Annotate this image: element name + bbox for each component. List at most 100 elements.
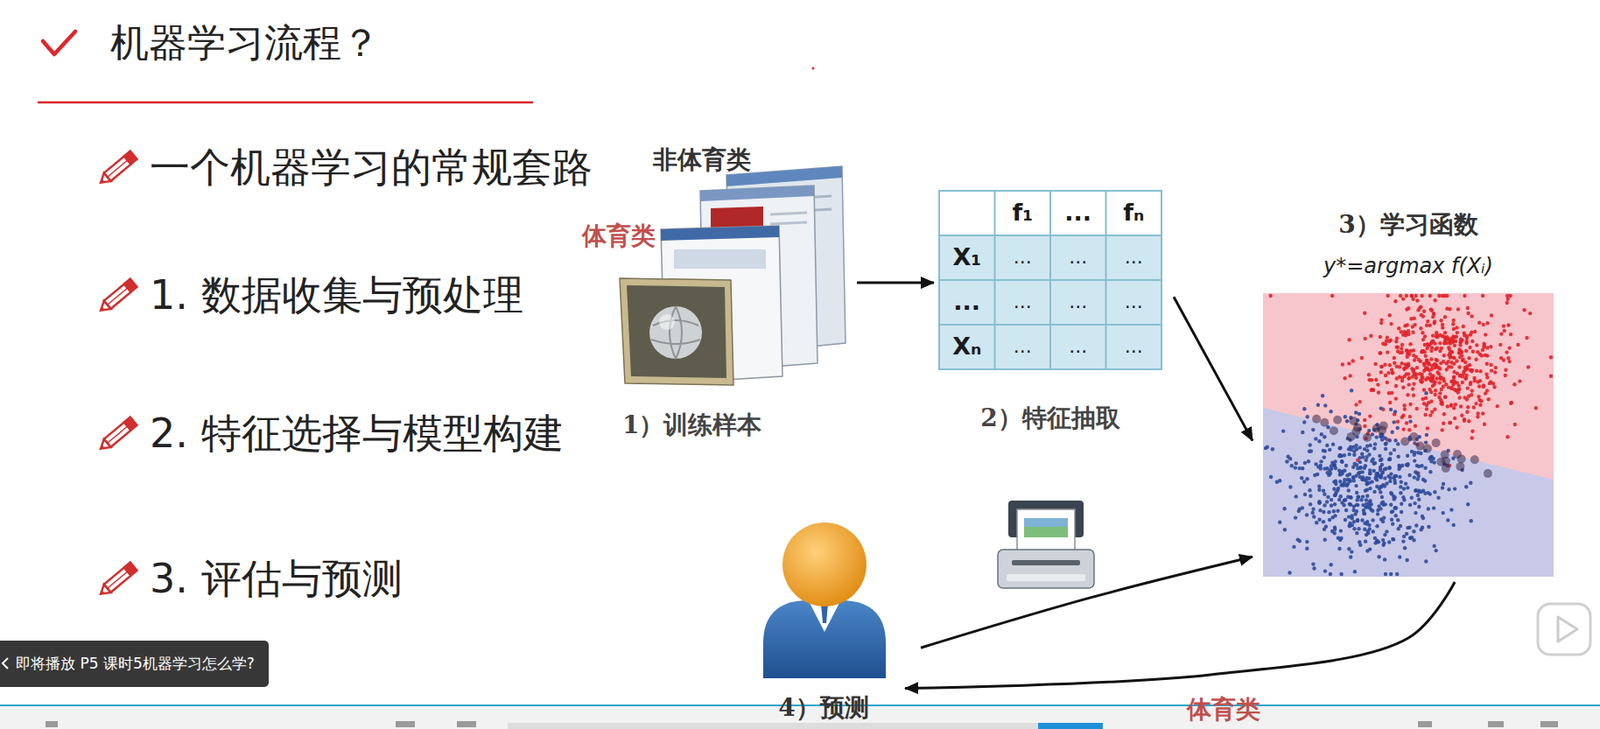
scatter-dot — [1442, 341, 1446, 345]
scatter-dot — [1485, 375, 1489, 379]
scatter-dot — [1341, 503, 1346, 507]
pencil-icon — [97, 151, 137, 188]
scatter-dot — [1373, 362, 1377, 366]
table-cell: ... — [1068, 290, 1088, 314]
player-bar-part — [1540, 721, 1558, 728]
node-text: 4）预测 — [778, 694, 869, 723]
scatter-dot — [1422, 387, 1426, 392]
scatter-dot — [1358, 400, 1362, 404]
scatter-dot — [1330, 294, 1334, 298]
scatter-dot — [1549, 355, 1553, 359]
scatter-dot — [1410, 330, 1415, 335]
scatter-dot — [1458, 343, 1462, 347]
scatter-dot — [1438, 375, 1443, 379]
scatter-dot — [1512, 382, 1516, 386]
scatter-dot — [1501, 323, 1506, 328]
scatter-dot — [1375, 484, 1379, 489]
scatter-dot — [1383, 502, 1388, 506]
scatter-dot — [1365, 449, 1369, 453]
scatter-dot — [1430, 378, 1434, 383]
node-text: 非体育类 — [652, 145, 751, 176]
scatter-dot — [1378, 335, 1383, 339]
scatter-dot — [1481, 385, 1486, 389]
scatter-dot — [1440, 402, 1445, 407]
scatter-dot — [1376, 554, 1381, 559]
scatter-dot — [1389, 518, 1394, 522]
flow-arrow — [1173, 296, 1253, 441]
scatter-dot — [1358, 456, 1362, 460]
scatter-dot — [1389, 322, 1393, 326]
scatter-dot — [1375, 524, 1379, 528]
scatter-dot — [1371, 529, 1376, 534]
learning-plot: 3）学习函数y*=argmax f(Xᵢ) — [1263, 209, 1554, 577]
scatter-dot — [1379, 364, 1383, 369]
scatter-dot — [1398, 294, 1403, 298]
scatter-dot — [1480, 411, 1485, 415]
web-pages-illustration-part — [626, 285, 727, 379]
scatter-dot — [1338, 479, 1342, 484]
scatter-dot — [1441, 421, 1446, 426]
scatter-dot — [1283, 527, 1287, 532]
scatter-dot — [1408, 402, 1412, 407]
scatter-dot — [1386, 371, 1390, 375]
scatter-dot — [1428, 470, 1432, 474]
scatter-dot — [1445, 404, 1450, 408]
feature-table: f₁...fₙX₁.....................Xₙ........… — [939, 190, 1162, 438]
scatter-dot — [1369, 502, 1374, 506]
scatter-dot — [1426, 525, 1431, 529]
scatter-dot — [1394, 396, 1398, 400]
scatter-dot — [1360, 477, 1364, 482]
scatter-dot — [1436, 496, 1440, 500]
scatter-dot — [1488, 379, 1493, 384]
scatter-dot — [1446, 487, 1451, 492]
edge-label-slot: 体育类 — [1186, 696, 1261, 724]
scatter-dot — [1380, 495, 1384, 499]
scatter-dot — [1305, 477, 1309, 481]
scatter-dot — [1347, 488, 1351, 492]
scatter-dot — [1346, 495, 1350, 499]
player-bar-part — [456, 721, 477, 728]
table-cell-slot: ... — [1106, 280, 1163, 325]
table-cell-slot: fₙ — [1106, 190, 1163, 236]
scatter-dot — [1400, 437, 1410, 447]
scatter-dot — [1440, 485, 1445, 490]
scatter-dot — [1389, 503, 1393, 507]
scatter-dot — [1338, 446, 1342, 450]
scatter-dot — [1339, 494, 1343, 499]
scatter-dot — [1477, 384, 1481, 388]
scatter-dot — [1405, 364, 1410, 368]
scatter-dot — [1333, 525, 1337, 529]
web-pages-illustration-part — [770, 222, 808, 225]
table-cell: ... — [1068, 245, 1088, 269]
scatter-dot — [1344, 508, 1348, 513]
scatter-dot — [1464, 349, 1468, 353]
scatter-dot — [1394, 384, 1398, 388]
scatter-dot — [1430, 410, 1434, 415]
scatter-dot — [1452, 406, 1456, 410]
scatter-dot — [1403, 323, 1407, 328]
scatter-dot — [1429, 307, 1433, 311]
scatter-dot — [1353, 423, 1362, 433]
scatter-dot — [1392, 448, 1397, 452]
scatter-dot — [1411, 382, 1416, 386]
scatter-dot — [1343, 414, 1348, 419]
scatter-dot — [1397, 375, 1402, 379]
scatter-dot — [1402, 403, 1406, 408]
scatter-dot — [1504, 350, 1509, 354]
scatter-dot — [1408, 536, 1412, 541]
scatter-dot — [1410, 496, 1414, 500]
scatter-dot — [1480, 353, 1484, 358]
scatter-dot — [1423, 478, 1427, 483]
scatter-dot — [1403, 407, 1407, 411]
scatter-dot — [1398, 484, 1403, 489]
scatter-dot — [1459, 414, 1464, 418]
scatter-dot — [1503, 373, 1508, 378]
scatter-dot — [1452, 523, 1456, 527]
scatter-dot — [1445, 518, 1450, 522]
scatter-dot — [1474, 369, 1479, 373]
scatter-dot — [1440, 428, 1445, 432]
scatter-dot — [1446, 345, 1451, 350]
scatter-dot — [1296, 537, 1300, 541]
scatter-dot — [1390, 522, 1395, 527]
